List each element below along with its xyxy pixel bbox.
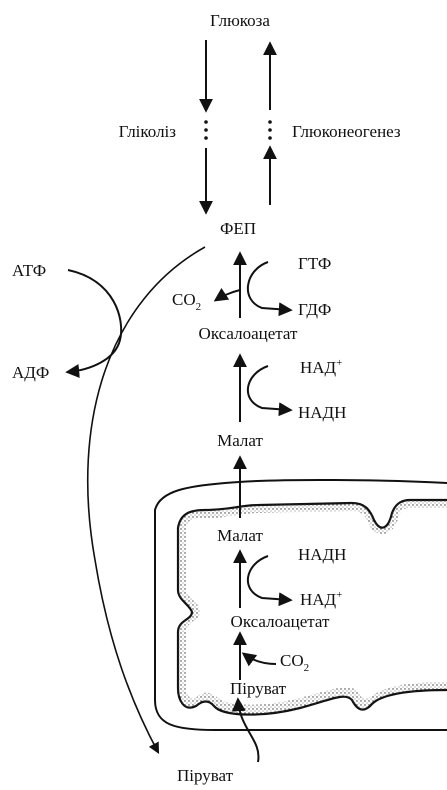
label-pyruvate-mito: Піруват (230, 679, 287, 698)
glycolysis-arrow (204, 40, 208, 212)
label-nad-cyto: НАД+ (300, 357, 342, 377)
label-malate-mito: Малат (217, 526, 263, 545)
label-co2-mito: CO2 (280, 651, 309, 674)
label-oxaloacetate-cyto: Оксалоацетат (199, 324, 298, 343)
label-oxaloacetate-mito: Оксалоацетат (231, 612, 330, 631)
label-atp: АТФ (12, 261, 46, 280)
oaa-to-pep-reaction (216, 254, 290, 318)
label-nadh-mito: НАДН (298, 545, 346, 564)
pep-to-pyruvate-arrow (88, 247, 205, 752)
label-malate-cyto: Малат (217, 431, 263, 450)
label-pyruvate-cyto: Піруват (177, 766, 234, 785)
malate-to-oaa-cyto-reaction (240, 356, 290, 422)
atp-adp-arrow (68, 270, 121, 372)
label-co2-cyto: CO2 (172, 290, 201, 313)
label-glycolysis: Гліколіз (119, 122, 177, 141)
oaa-to-malate-mito-reaction (240, 552, 290, 608)
label-adp: АДФ (12, 363, 49, 382)
label-gtp: ГТФ (298, 254, 331, 273)
label-pep: ФЕП (220, 219, 256, 238)
label-glucose: Глюкоза (210, 11, 270, 30)
label-gluconeogenesis: Глюконеогенез (292, 122, 401, 141)
gluconeogenesis-arrow (268, 44, 272, 205)
pyruvate-to-oaa-reaction (240, 634, 276, 680)
label-nadh-cyto: НАДН (298, 403, 346, 422)
label-nad-mito: НАД+ (300, 589, 342, 609)
label-gdp: ГДФ (298, 300, 331, 319)
